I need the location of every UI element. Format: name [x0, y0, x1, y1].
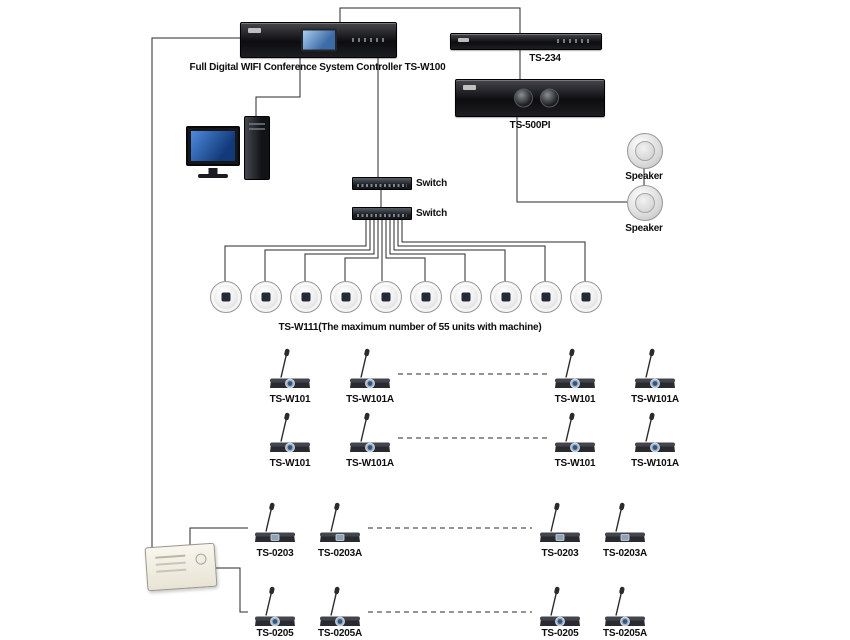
- mic-label: TS-W101A: [346, 394, 394, 405]
- wire-amp-speakers: [516, 115, 627, 203]
- mic-unit-tsw101a: [346, 408, 394, 456]
- mic-label: TS-0205A: [318, 628, 362, 639]
- wire-fan-10: [401, 218, 586, 281]
- mic-unit-ts0205: [251, 582, 299, 630]
- wifi-ap-unit: [330, 281, 362, 313]
- mic-label: TS-W101: [269, 394, 311, 405]
- wifi-ap-unit: [450, 281, 482, 313]
- mic-unit-tsw101a: [346, 344, 394, 392]
- wifi-ap-unit: [530, 281, 562, 313]
- wifi-ap-unit: [410, 281, 442, 313]
- pc-tower: [244, 116, 270, 180]
- controller-label: Full Digital WIFI Conference System Cont…: [189, 62, 446, 73]
- ceiling-speaker: [627, 185, 663, 221]
- monitor-stand: [208, 168, 218, 174]
- mic-label: TS-0205: [541, 628, 579, 639]
- wifi-ap-unit: [250, 281, 282, 313]
- wire-fan-4: [344, 218, 379, 281]
- mic-label: TS-W101A: [346, 458, 394, 469]
- wire-junction-ts0205: [216, 567, 248, 613]
- brand-logo-icon: [463, 85, 476, 90]
- wire-fan-6: [385, 218, 426, 281]
- monitor-base: [198, 174, 228, 178]
- ceiling-speaker: [627, 133, 663, 169]
- monitor-screen: [191, 131, 235, 161]
- controller-buttons: [352, 38, 386, 42]
- wifi-ap-unit: [290, 281, 322, 313]
- mic-unit-ts0203a: [316, 498, 364, 546]
- wifi-ap-unit: [370, 281, 402, 313]
- junction-box: [144, 542, 218, 592]
- wifi-ap-label: TS-W111(The maximum number of 55 units w…: [278, 322, 542, 333]
- wire-fan-1: [224, 218, 367, 281]
- mic-unit-tsw101: [266, 408, 314, 456]
- mic-label: TS-0203: [256, 548, 294, 559]
- wire-fan-2: [264, 218, 371, 281]
- speaker-label: Speaker: [625, 171, 663, 182]
- mic-unit-ts0203: [251, 498, 299, 546]
- mic-label: TS-W101A: [631, 394, 679, 405]
- amplifier-label: TS-500PI: [509, 120, 551, 131]
- mic-unit-ts0203: [536, 498, 584, 546]
- mic-label: TS-0205A: [603, 628, 647, 639]
- wifi-ap-unit: [210, 281, 242, 313]
- wire-controller-ts234: [339, 7, 521, 33]
- mic-unit-ts0205: [536, 582, 584, 630]
- mic-unit-tsw101a: [631, 408, 679, 456]
- wifi-ap-unit: [570, 281, 602, 313]
- switch-label: Switch: [416, 208, 448, 219]
- wire-junction-ts0203: [189, 527, 248, 545]
- mic-label: TS-W101: [554, 394, 596, 405]
- ts234-device: [450, 33, 602, 50]
- ts234-ports: [557, 39, 591, 43]
- wifi-ap-unit: [490, 281, 522, 313]
- wire-fan-9: [397, 218, 546, 281]
- switch-label: Switch: [416, 178, 448, 189]
- speaker-label: Speaker: [625, 223, 663, 234]
- mic-unit-ts0203a: [601, 498, 649, 546]
- amp-knob-icon: [514, 88, 533, 108]
- amplifier-device: [455, 79, 605, 117]
- wire-fan-3: [304, 218, 375, 281]
- mic-unit-tsw101: [551, 408, 599, 456]
- wire-fan-8: [393, 218, 506, 281]
- conference-controller-device: [240, 22, 397, 58]
- mic-label: TS-0203A: [603, 548, 647, 559]
- controller-screen: [300, 28, 337, 52]
- mic-unit-tsw101a: [631, 344, 679, 392]
- mic-label: TS-0203A: [318, 548, 362, 559]
- mic-unit-ts0205a: [316, 582, 364, 630]
- brand-logo-icon: [248, 28, 261, 33]
- wire-controller-junction: [151, 37, 240, 566]
- network-switch: [352, 177, 412, 190]
- mic-label: TS-W101: [554, 458, 596, 469]
- mic-label: TS-0205: [256, 628, 294, 639]
- mic-unit-ts0205a: [601, 582, 649, 630]
- monitor: [186, 126, 240, 178]
- mic-label: TS-W101A: [631, 458, 679, 469]
- mic-unit-tsw101: [266, 344, 314, 392]
- mic-unit-tsw101: [551, 344, 599, 392]
- wire-controller-computer: [255, 56, 301, 116]
- brand-logo-icon: [458, 38, 469, 42]
- mic-label: TS-W101: [269, 458, 311, 469]
- network-switch: [352, 207, 412, 220]
- wire-fan-7: [389, 218, 466, 281]
- amp-knob-icon: [540, 88, 559, 108]
- mic-label: TS-0203: [541, 548, 579, 559]
- ts234-label: TS-234: [529, 53, 561, 64]
